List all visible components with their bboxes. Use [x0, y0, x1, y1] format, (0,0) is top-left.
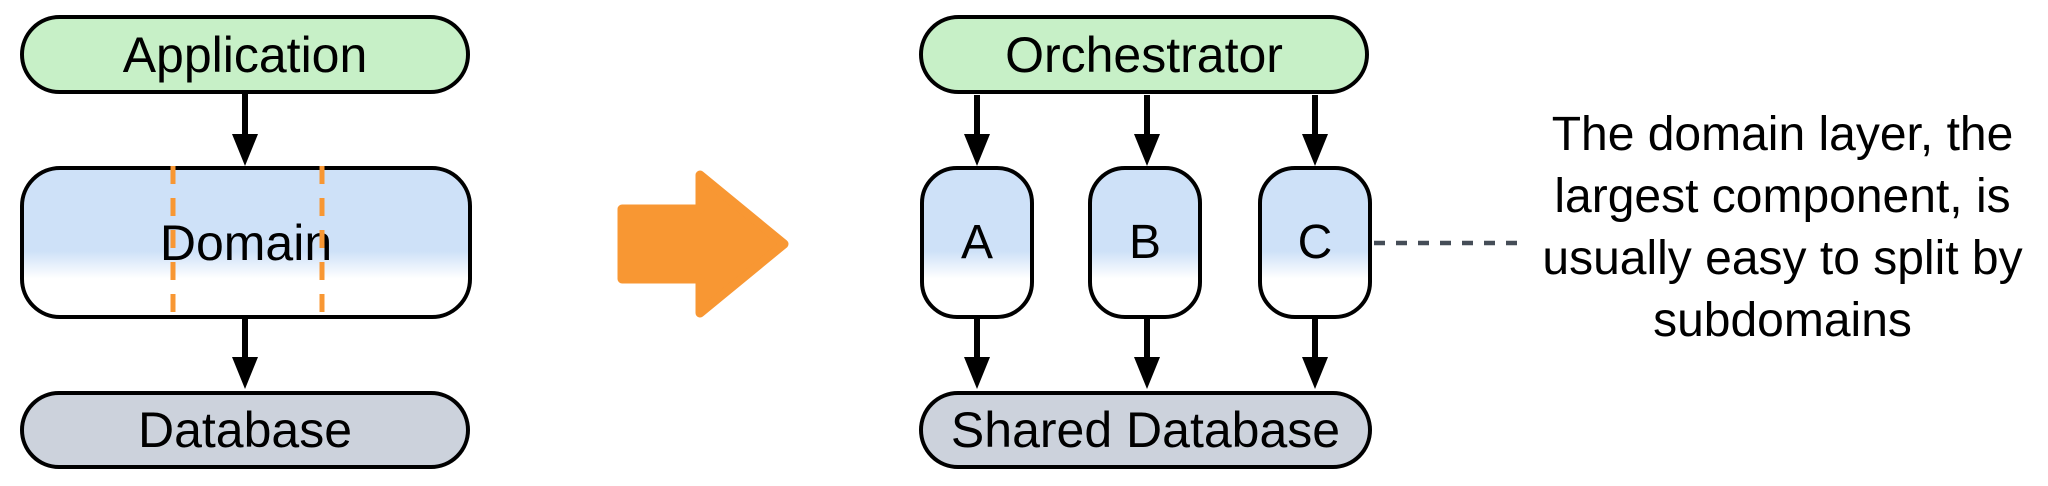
- service-box-a: A: [920, 166, 1034, 319]
- down-arrow-head-icon: [1134, 357, 1160, 389]
- annotation-line: The domain layer, the: [1551, 108, 2014, 161]
- service-box-c: C: [1258, 166, 1372, 319]
- shared-database-box: Shared Database: [919, 391, 1372, 469]
- orchestrator-label: Orchestrator: [1005, 26, 1283, 83]
- right-block-arrow-icon: [617, 170, 789, 318]
- domain-box: Domain: [20, 166, 472, 319]
- shared-database-label: Shared Database: [950, 402, 1341, 458]
- service-box-b: B: [1088, 166, 1202, 319]
- annotation-line: usually easy to split by: [1542, 232, 2023, 285]
- down-arrow-head-icon: [1302, 134, 1328, 166]
- down-arrow-head-icon: [232, 357, 258, 389]
- down-arrow-head-icon: [1302, 357, 1328, 389]
- orchestrator-box: Orchestrator: [919, 15, 1369, 94]
- database-label: Database: [137, 402, 353, 458]
- orchestrator-flow-arrows: [964, 95, 1328, 166]
- down-arrow-head-icon: [232, 134, 258, 166]
- down-arrow-head-icon: [964, 357, 990, 389]
- domain-label: Domain: [159, 214, 333, 271]
- application-box: Application: [20, 15, 470, 94]
- down-arrow-head-icon: [964, 134, 990, 166]
- service-c-label: C: [1297, 215, 1333, 269]
- annotation-text: The domain layer, the largest component,…: [1515, 104, 2048, 352]
- service-b-label: B: [1128, 215, 1161, 269]
- annotation-line: subdomains: [1653, 294, 1912, 347]
- service-a-label: A: [960, 215, 993, 269]
- database-box: Database: [20, 391, 470, 469]
- down-arrow-head-icon: [1134, 134, 1160, 166]
- services-to-database-arrows: [964, 319, 1328, 389]
- application-label: Application: [122, 26, 368, 83]
- annotation-line: largest component, is: [1554, 170, 2011, 223]
